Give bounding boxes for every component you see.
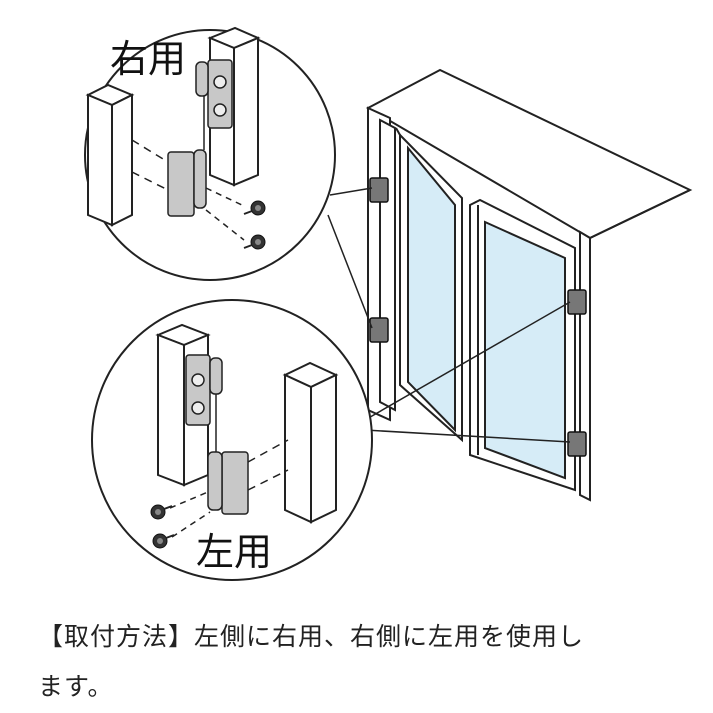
caption-line-1: 【取付方法】左側に右用、右側に左用を使用し: [38, 622, 585, 651]
hinge-installation-diagram: 右用: [84, 26, 693, 581]
label-left-use: 左用: [196, 530, 272, 574]
leader-lines: [327, 187, 571, 443]
detail-circle-left-use: 左用: [91, 299, 373, 581]
cabinet-hinge-top-right: [567, 289, 587, 315]
cabinet-hinge-top-left: [369, 177, 389, 203]
post-icon: [85, 83, 135, 227]
right-door: [469, 198, 576, 492]
hinge-icon: [195, 59, 233, 129]
left-door: [379, 118, 463, 443]
detail-circle-right-use: 右用: [84, 26, 336, 281]
cabinet-hinge-bottom-left: [369, 317, 389, 343]
label-right-use: 右用: [110, 37, 186, 81]
caption-line-2: ます。: [38, 672, 114, 701]
hinge-icon: [185, 354, 223, 426]
cabinet-hinge-bottom-right: [567, 431, 587, 457]
